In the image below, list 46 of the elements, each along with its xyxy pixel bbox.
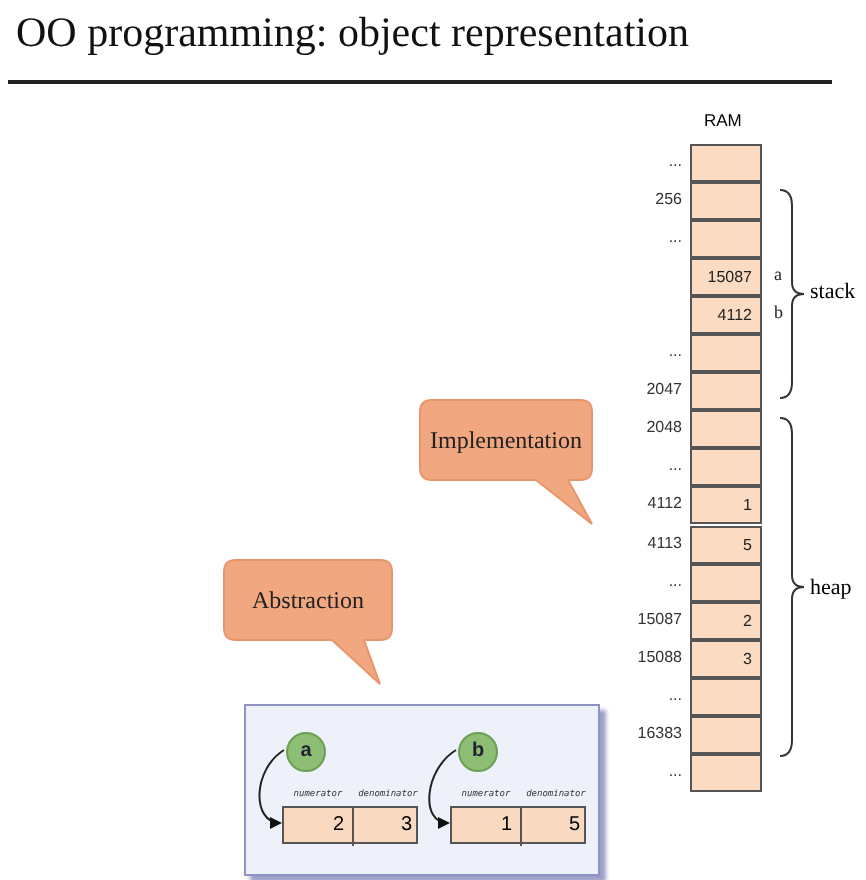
memory-cell xyxy=(690,372,762,411)
address-label: ... xyxy=(666,342,682,360)
bubble-text: Abstraction xyxy=(250,586,366,616)
memory-cell xyxy=(690,716,762,755)
memory-cell: 15087 xyxy=(690,257,762,296)
address-label: ... xyxy=(666,227,682,246)
speech-bubble xyxy=(220,556,396,688)
memory-cell xyxy=(690,448,762,487)
memory-cell xyxy=(690,677,762,716)
address-label: 2047 xyxy=(644,380,682,399)
memory-cell: 4112 xyxy=(690,295,762,334)
column-heading: RAM xyxy=(704,110,742,130)
address-label: ... xyxy=(666,762,682,781)
object-panel xyxy=(244,704,600,876)
title: OO programming: object representation xyxy=(16,8,689,58)
address-label: 2048 xyxy=(644,418,682,437)
memory-cell xyxy=(690,219,762,258)
variable-circle: a xyxy=(286,732,326,772)
address-label: 4112 xyxy=(645,494,682,513)
memory-cell: 3 xyxy=(690,639,762,678)
address-label: 256 xyxy=(653,189,682,208)
memory-cell xyxy=(690,334,762,373)
address-label: 15088 xyxy=(635,647,682,666)
variable-name: a xyxy=(774,263,782,284)
variable-circle: b xyxy=(458,732,498,772)
address-label: ... xyxy=(666,685,682,704)
arrow xyxy=(258,749,285,828)
region-label: heap xyxy=(810,576,852,600)
bubble-text: Implementation xyxy=(428,426,584,456)
memory-cell xyxy=(690,410,762,449)
memory-cell xyxy=(690,563,762,602)
memory-cell xyxy=(690,143,762,182)
address-label: 16383 xyxy=(635,724,682,742)
memory-cell xyxy=(690,181,762,220)
memory-cell: 1 xyxy=(690,486,762,525)
address-label: ... xyxy=(666,571,682,590)
arrow xyxy=(428,749,457,828)
address-label: ... xyxy=(666,151,682,169)
memory-cell: 5 xyxy=(690,525,762,564)
memory-cell xyxy=(690,754,762,793)
region-label: stack xyxy=(810,280,856,304)
memory-cell: 2 xyxy=(690,601,762,640)
variable-name: b xyxy=(774,301,783,322)
address-label: ... xyxy=(666,456,682,475)
address-label: 4113 xyxy=(645,533,682,551)
address-label: 15087 xyxy=(635,609,682,628)
